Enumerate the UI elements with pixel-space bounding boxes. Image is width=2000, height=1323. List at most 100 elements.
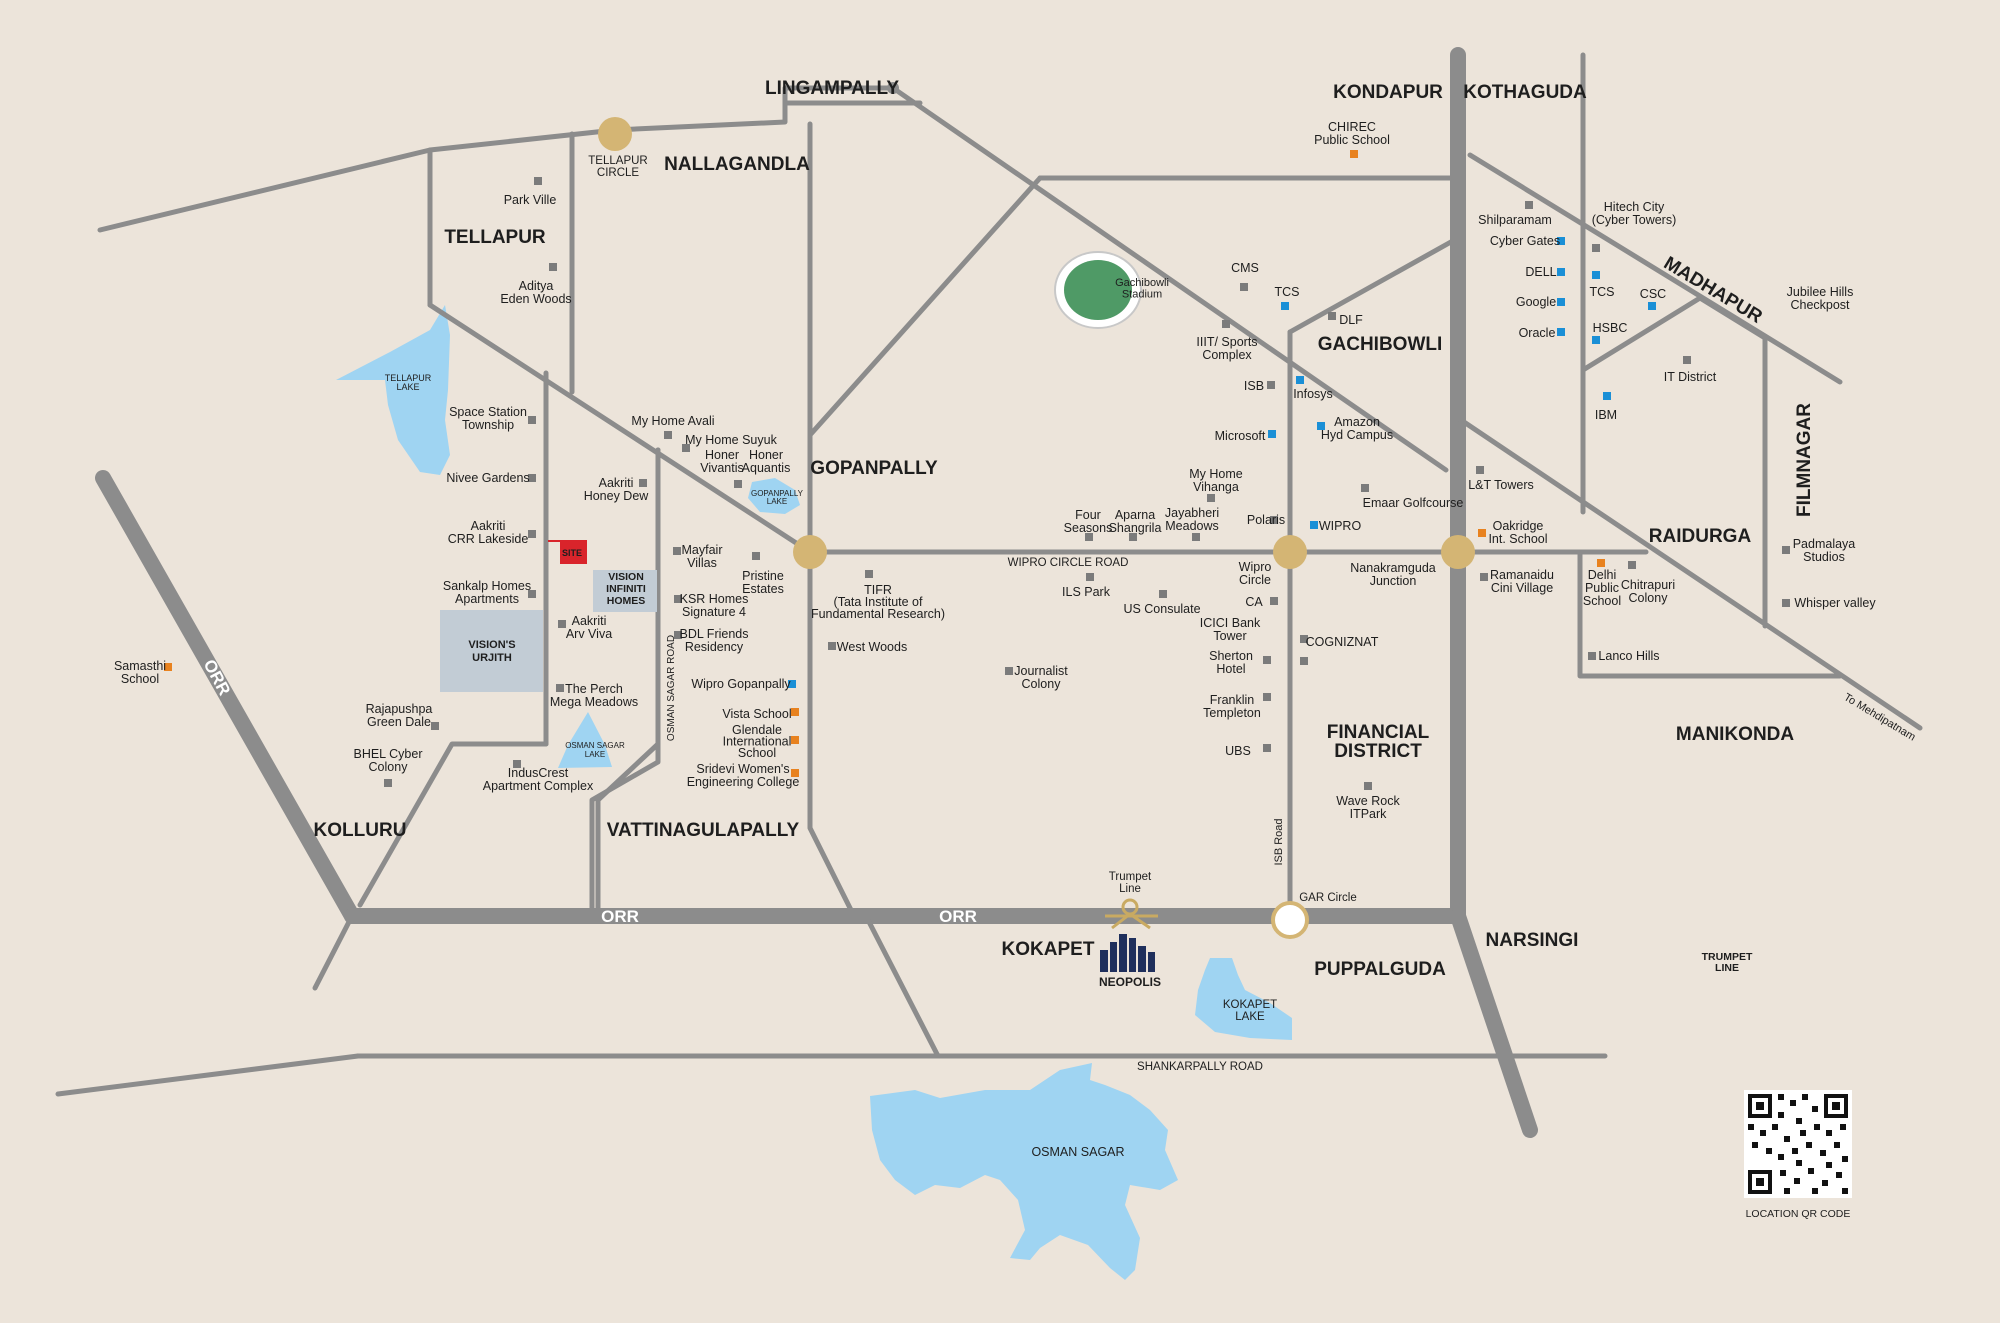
emaar-label: Emaar Golfcourse bbox=[1363, 496, 1464, 510]
lingampally-label: LINGAMPALLY bbox=[765, 78, 899, 99]
vision-infiniti-box[interactable] bbox=[593, 570, 657, 612]
osman-sagar-label: OSMAN SAGAR bbox=[1031, 1145, 1124, 1159]
shilparamam-label: Shilparamam bbox=[1478, 213, 1552, 227]
neopolis-skyline-icon bbox=[1100, 934, 1155, 972]
gachibowli-stadium bbox=[1054, 251, 1142, 329]
us-consulate-label: US Consulate bbox=[1123, 602, 1200, 616]
vattinagulapally-south-road bbox=[863, 913, 941, 1059]
gopanpally-junction[interactable] bbox=[793, 535, 827, 569]
dlf-label: DLF bbox=[1339, 313, 1363, 327]
site-marker[interactable] bbox=[560, 541, 587, 564]
isb-label: ISB bbox=[1244, 379, 1264, 393]
vista-school-label: Vista School bbox=[722, 707, 791, 721]
filmnagar-label: FILMNAGAR bbox=[1794, 403, 1815, 517]
isb-road-label: ISB Road bbox=[1273, 818, 1285, 865]
hitech-city-label: Hitech City(Cyber Towers) bbox=[1592, 200, 1677, 227]
my-home-suyuk-label: My Home Suyuk bbox=[685, 433, 777, 447]
hsbc-label: HSBC bbox=[1593, 321, 1628, 335]
cognizant-label: COGNIZNAT bbox=[1306, 635, 1379, 649]
badge-label[interactable]: SITE bbox=[562, 548, 582, 558]
manikonda-label: MANIKONDA bbox=[1676, 724, 1794, 745]
it-district-label: IT District bbox=[1664, 370, 1717, 384]
gachibowli-diagonal bbox=[1287, 235, 1461, 335]
west-woods-label: West Woods bbox=[837, 640, 907, 654]
cms-label: CMS bbox=[1231, 261, 1259, 275]
infosys-label: Infosys bbox=[1293, 387, 1333, 401]
tcs-madhapur-label: TCS bbox=[1590, 285, 1615, 299]
trumpet-line-icon bbox=[1105, 898, 1158, 930]
wipro-circle-junction[interactable] bbox=[1273, 535, 1307, 569]
kokapet-lake bbox=[1195, 958, 1292, 1040]
madhapur-triangle bbox=[1580, 295, 1768, 373]
google-label: Google bbox=[1516, 295, 1556, 309]
orr-diagonal bbox=[95, 470, 360, 924]
lanco-hills-label: Lanco Hills bbox=[1598, 649, 1659, 663]
gopanpally-gachibowli-diagonal bbox=[807, 175, 1043, 438]
tellapur-circle-marker[interactable] bbox=[598, 117, 632, 151]
caption-label: LOCATION QR CODE bbox=[1746, 1208, 1851, 1220]
orr-south-link bbox=[312, 913, 355, 991]
location-qr-code[interactable] bbox=[1744, 1090, 1852, 1198]
osman-sagar-south bbox=[595, 741, 661, 919]
lingampally-road bbox=[97, 85, 896, 233]
raidurga-label: RAIDURGA bbox=[1649, 526, 1752, 547]
gar-circle-marker[interactable] bbox=[1271, 901, 1309, 939]
nanakramguda-junction[interactable] bbox=[1441, 535, 1475, 569]
puppalguda-label: PUPPALGUDA bbox=[1314, 959, 1446, 980]
ca-label: CA bbox=[1245, 595, 1263, 609]
ibm-label: IBM bbox=[1595, 408, 1617, 422]
kolluru-road bbox=[357, 741, 549, 908]
tcs-gachibowli-label: TCS bbox=[1275, 285, 1300, 299]
gopanpally-south-road bbox=[807, 549, 857, 919]
water-bodies bbox=[336, 305, 1292, 1280]
lt-towers-label: L&T Towers bbox=[1468, 478, 1534, 492]
wipro-circle-road-label: WIPRO CIRCLE ROAD bbox=[1008, 557, 1129, 569]
osman-sagar-reservoir bbox=[870, 1063, 1178, 1280]
orr-west-label: ORR bbox=[601, 907, 639, 926]
vattinagulapally-label: VATTINAGULAPALLY bbox=[607, 820, 800, 841]
shankarpally-road bbox=[55, 1053, 361, 1097]
lingampally-dot bbox=[887, 82, 899, 94]
polaris-label: Polaris bbox=[1247, 513, 1285, 527]
wipro-gopanpally-label: Wipro Gopanpally bbox=[691, 677, 791, 691]
gachibowli-label: GACHIBOWLI bbox=[1318, 334, 1443, 355]
visions-urjith-box[interactable] bbox=[440, 610, 543, 692]
osman-sagar-road-label: OSMAN SAGAR ROAD bbox=[666, 635, 677, 741]
shankarpally-road-label: SHANKARPALLY ROAD bbox=[1137, 1061, 1263, 1073]
